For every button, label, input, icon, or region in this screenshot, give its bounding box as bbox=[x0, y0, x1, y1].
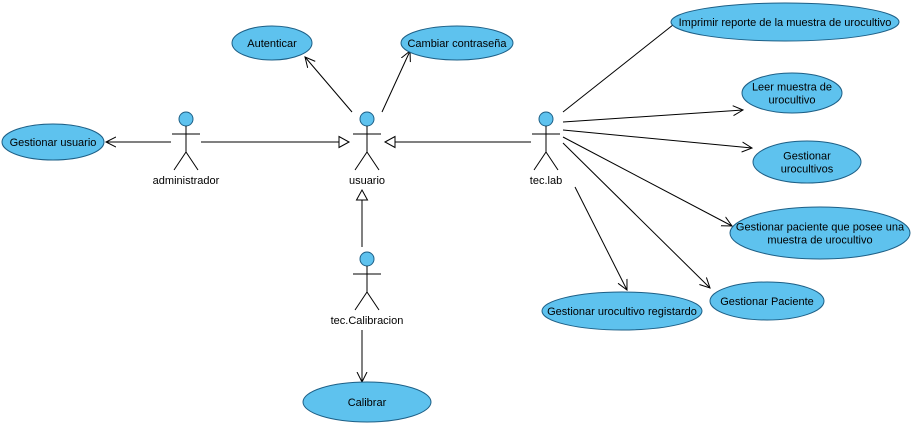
use-case-ellipse bbox=[670, 2, 900, 42]
use-case-calibrar[interactable]: Calibrar bbox=[302, 381, 432, 423]
actor-left-leg bbox=[533, 151, 547, 171]
association-usuario-to-autenticar[interactable] bbox=[305, 57, 353, 113]
generalization-tec_calibracion-to-usuario[interactable] bbox=[355, 188, 369, 247]
use-case-gestionar-paciente[interactable]: Gestionar Paciente bbox=[709, 281, 825, 321]
actor-right-leg bbox=[545, 151, 559, 171]
generalization-arrowhead bbox=[338, 135, 351, 149]
association-tec_lab-to-gestionar_urocultivos[interactable] bbox=[562, 129, 752, 148]
use-case-ellipse bbox=[709, 281, 825, 321]
actor-label: tec.Calibracion bbox=[331, 315, 404, 327]
generalization-administrador-to-usuario[interactable] bbox=[201, 135, 351, 149]
actor-right-leg bbox=[366, 151, 380, 171]
use-case-autenticar[interactable]: Autenticar bbox=[231, 25, 313, 61]
use-case-ellipse bbox=[752, 140, 862, 184]
use-case-label: Imprimir reporte de la muestra de urocul… bbox=[679, 17, 892, 29]
use-case-label: urocultivo bbox=[768, 95, 815, 107]
actor-usuario[interactable]: usuario bbox=[349, 111, 385, 187]
actor-head-icon bbox=[359, 251, 375, 267]
actor-right-leg bbox=[366, 291, 380, 311]
association-tec_lab-to-gestionar_paciente[interactable] bbox=[562, 142, 710, 288]
use-case-ellipse bbox=[729, 206, 911, 260]
use-case-label: muestra de urocultivo bbox=[767, 235, 872, 247]
generalization-arrowhead bbox=[355, 188, 369, 201]
use-case-label: Leer muestra de bbox=[752, 82, 832, 94]
association-tec_lab-to-imprimir_reporte[interactable] bbox=[562, 17, 683, 113]
association-usuario-to-cambiar_contrasena[interactable] bbox=[381, 51, 410, 113]
use-case-ellipse bbox=[541, 291, 703, 331]
actor-tec-calibracion[interactable]: tec.Calibracion bbox=[331, 251, 404, 327]
use-case-label: Gestionar usuario bbox=[10, 137, 97, 149]
use-case-label: Gestionar urocultivo registardo bbox=[547, 306, 697, 318]
actor-administrador[interactable]: administrador bbox=[153, 111, 220, 187]
use-case-label: Autenticar bbox=[247, 38, 297, 50]
actor-head-icon bbox=[178, 111, 194, 127]
generalization-tec_lab-to-usuario[interactable] bbox=[383, 135, 531, 149]
actor-right-leg bbox=[185, 151, 199, 171]
use-case-label: Gestionar bbox=[783, 151, 831, 163]
actor-label: tec.lab bbox=[530, 175, 562, 187]
actor-label: administrador bbox=[153, 175, 220, 187]
association-tec_lab-to-leer_muestra[interactable] bbox=[562, 110, 743, 123]
use-case-ellipse bbox=[302, 381, 432, 423]
actor-head-icon bbox=[359, 111, 375, 127]
generalization-arrowhead bbox=[383, 135, 396, 149]
use-case-cambiar-contrasena[interactable]: Cambiar contraseña bbox=[400, 25, 514, 61]
use-case-imprimir-reporte[interactable]: Imprimir reporte de la muestra de urocul… bbox=[670, 2, 900, 42]
use-case-ellipse bbox=[1, 123, 105, 161]
use-case-label: urocultivos bbox=[781, 164, 834, 176]
association-tec_lab-to-gestionar_paciente_muestra[interactable] bbox=[562, 136, 732, 226]
use-case-gestionar-usuario[interactable]: Gestionar usuario bbox=[1, 123, 105, 161]
actor-label: usuario bbox=[349, 175, 385, 187]
use-case-ellipse bbox=[400, 25, 514, 61]
use-case-gestionar-paciente-muestra[interactable]: Gestionar paciente que posee unamuestra … bbox=[729, 206, 911, 260]
connectors-layer bbox=[106, 17, 752, 382]
use-case-label: Cambiar contraseña bbox=[407, 38, 507, 50]
actor-head-icon bbox=[538, 111, 554, 127]
actor-left-leg bbox=[173, 151, 187, 171]
use-case-label: Calibrar bbox=[348, 397, 387, 409]
actor-tec-lab[interactable]: tec.lab bbox=[530, 111, 562, 187]
use-case-gestionar-urocultivo-registrado[interactable]: Gestionar urocultivo registardo bbox=[541, 291, 703, 331]
use-case-ellipse bbox=[741, 72, 843, 114]
actor-left-leg bbox=[354, 291, 368, 311]
association-tec_lab-to-gestionar_urocultivo_registrado[interactable] bbox=[574, 186, 627, 290]
use-case-ellipse bbox=[231, 25, 313, 61]
actor-left-leg bbox=[354, 151, 368, 171]
use-case-label: Gestionar paciente que posee una bbox=[736, 222, 905, 234]
use-case-label: Gestionar Paciente bbox=[720, 296, 814, 308]
